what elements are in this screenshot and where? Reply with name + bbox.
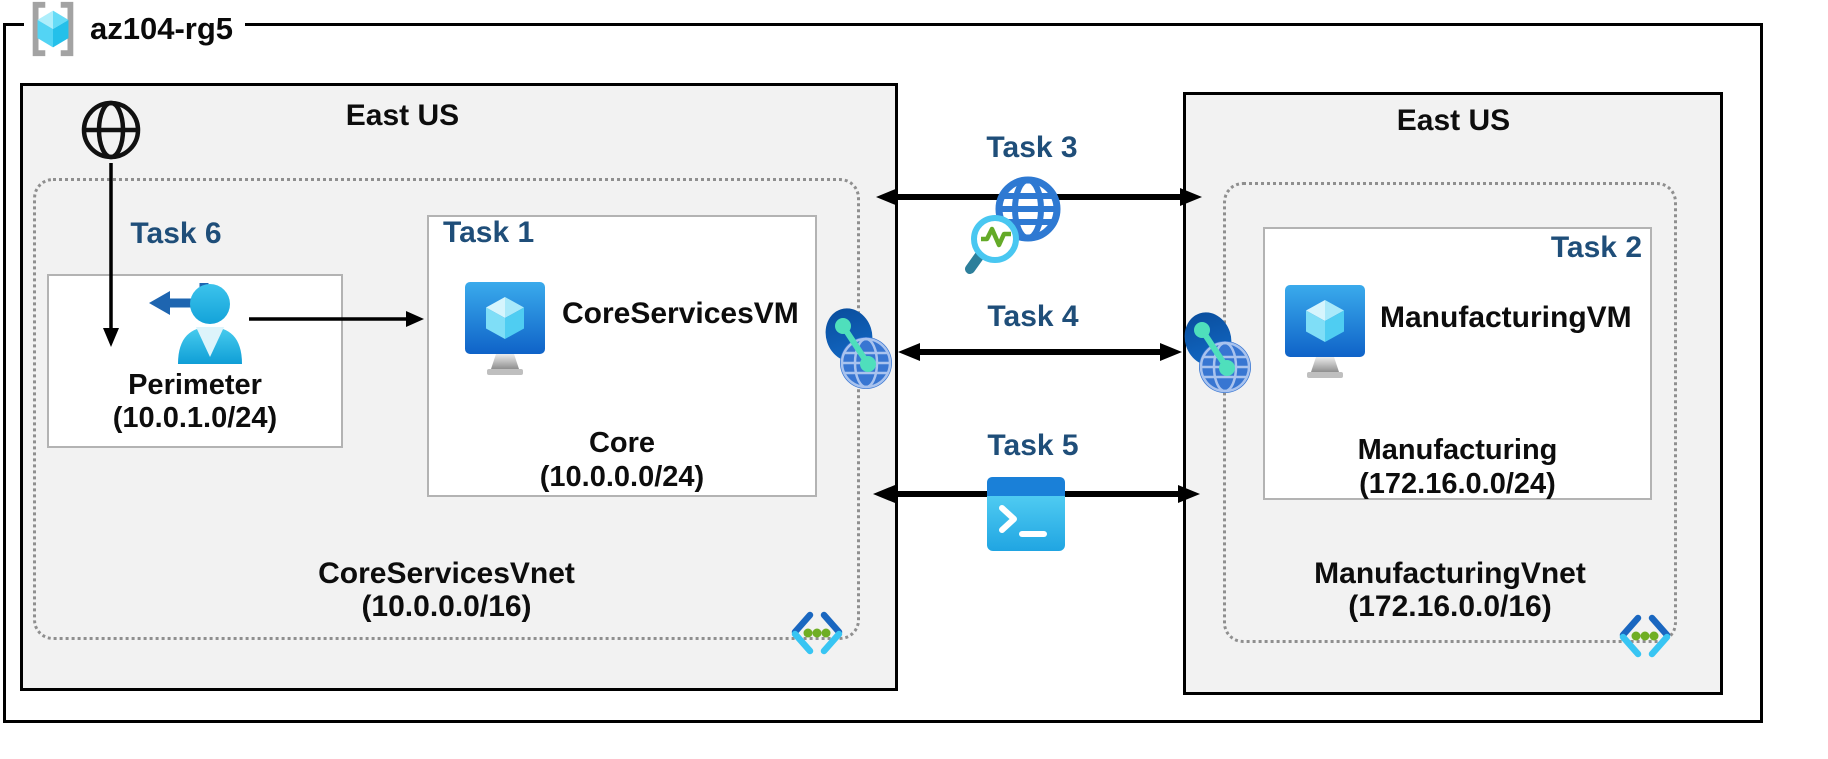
vnet-peering-icon-right — [1183, 310, 1253, 398]
network-watcher-icon — [965, 172, 1065, 277]
subnet-name-core: Core — [588, 427, 656, 459]
task2-label: Task 2 — [1550, 231, 1642, 264]
subnet-cidr-core: (10.0.0.0/24) — [539, 461, 705, 493]
vnet-name-manufacturing: ManufacturingVnet — [1314, 557, 1586, 590]
task1-label: Task 1 — [443, 216, 535, 249]
vnet-cidr-manufacturing: (172.16.0.0/16) — [1348, 590, 1552, 623]
vm-name-manufacturing: ManufacturingVM — [1380, 301, 1632, 334]
cloud-shell-icon — [987, 477, 1065, 551]
internet-icon — [80, 98, 142, 162]
vnet-peering-icon-left — [824, 306, 894, 394]
vnet-icon-right — [1617, 611, 1673, 661]
vnet-boundary-coreservices — [33, 178, 860, 640]
perimeter-cidr: (10.0.1.0/24) — [112, 402, 278, 434]
perimeter-name: Perimeter — [128, 369, 262, 401]
vm-icon-coreservices — [463, 280, 547, 376]
inbound-user-icon — [146, 280, 250, 364]
task5-label: Task 5 — [987, 429, 1079, 462]
vm-icon-manufacturing — [1283, 283, 1367, 379]
task4-label: Task 4 — [987, 300, 1079, 333]
resource-group-icon — [24, 0, 82, 58]
task3-label: Task 3 — [986, 131, 1078, 164]
region-right-location: East US — [1396, 104, 1511, 137]
vnet-boundary-manufacturing — [1223, 182, 1677, 643]
resource-group-name: az104-rg5 — [90, 11, 234, 46]
region-left-location: East US — [345, 99, 460, 132]
vnet-cidr-coreservices: (10.0.0.0/16) — [361, 590, 532, 623]
task1-box — [427, 215, 817, 497]
task6-label: Task 6 — [130, 217, 222, 250]
subnet-name-manufacturing: Manufacturing — [1357, 434, 1558, 466]
resource-group-label: az104-rg5 — [24, 0, 246, 58]
vnet-icon-left — [789, 608, 845, 658]
vnet-name-coreservices: CoreServicesVnet — [318, 557, 575, 590]
subnet-cidr-manufacturing: (172.16.0.0/24) — [1359, 468, 1556, 500]
vm-name-coreservices: CoreServicesVM — [562, 297, 799, 330]
